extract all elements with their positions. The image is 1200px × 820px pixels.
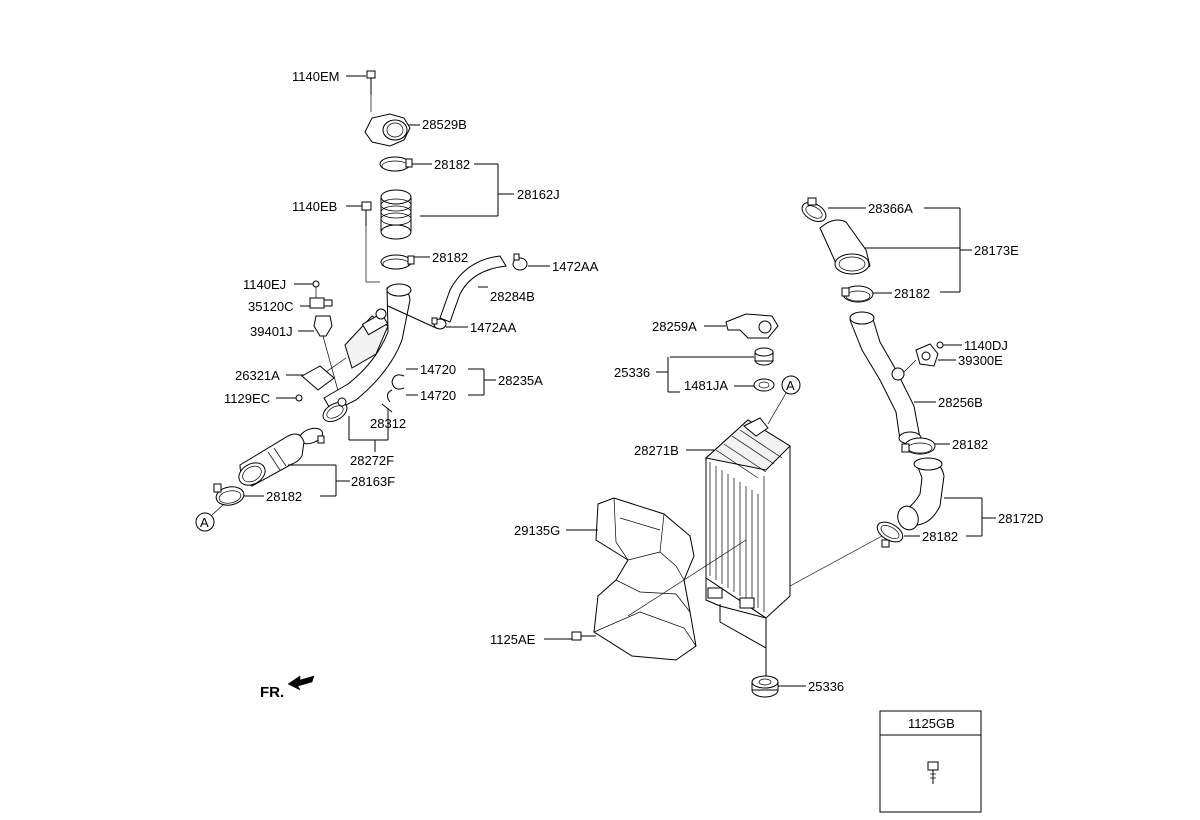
label-28182-e: 28182 [952,437,988,452]
pipe-main-intake [323,283,437,413]
ref-circle-a-left: A [195,512,215,532]
clip-1472AA-top [512,253,550,271]
label-28182-f: 28182 [922,529,958,544]
clamp-28182-right-top [841,285,892,303]
sensor-39401J [298,315,341,399]
intercooler-28271B [686,417,883,680]
hose-28172D [897,457,982,531]
label-25336-b: 25336 [808,679,844,694]
clamp-28366A [801,197,866,222]
label-35120C: 35120C [248,299,294,314]
bracket-28259A [704,313,779,339]
bolt-1129EC [276,394,303,402]
fr-label: FR. [260,684,284,701]
label-39300E: 39300E [958,353,1003,368]
nut-1481JA [734,378,775,392]
label-28182-c: 28182 [266,489,302,504]
bracket-28162J [420,163,514,217]
label-28259A: 28259A [652,319,697,334]
label-28284B: 28284B [490,289,535,304]
bracket-26321A [286,357,347,391]
clamp-28182-top [379,156,432,172]
ref-circle-a-center: A [767,375,801,425]
hose-28173E [819,219,960,275]
air-guide-29135G [566,497,747,661]
clamp-28182-bottom-left [211,483,264,516]
bracket-25336-a [656,357,680,393]
label-14720-a: 14720 [420,362,456,377]
label-28182-d: 28182 [894,286,930,301]
grommet-25336-top [670,347,774,366]
label-1472AA-a: 1472AA [552,259,599,274]
clamp-28182-mid [298,427,325,445]
label-1481JA: 1481JA [684,378,728,393]
clamp-28182-right-bottom [876,521,920,548]
legend-title: 1125GB [908,716,955,731]
label-1140DJ: 1140DJ [964,338,1008,353]
label-28162J: 28162J [517,187,560,202]
hose-28162J [380,189,412,240]
clamp-28182-second [380,254,430,270]
label-28271B: 28271B [634,443,679,458]
label-1140EM: 1140EM [292,69,339,84]
bolt-icon [927,761,939,784]
hose-28284B [439,255,507,323]
grommet-25336-bottom [751,675,806,698]
label-29135G: 29135G [514,523,560,538]
label-28529B: 28529B [422,117,467,132]
hose-28163F [238,433,350,497]
clamp-28182-right-mid [901,437,950,455]
label-28182-a: 28182 [434,157,470,172]
label-28163F: 28163F [351,474,395,489]
bracket-28173E [924,207,972,293]
bolt-1125AE [544,631,596,641]
label-1125AE: 1125AE [490,632,536,647]
bracket-28172D [966,498,996,537]
front-direction-marker: FR. [260,675,315,701]
label-1140EJ: 1140EJ [243,277,286,292]
bolt-1140EB [346,201,380,283]
label-28312: 28312 [370,416,406,431]
intercooler-fins [709,429,783,612]
sensor-35120C [300,297,333,309]
ref-a-center-text: A [786,378,795,393]
label-1472AA-b: 1472AA [470,320,517,335]
label-28235A: 28235A [498,373,543,388]
label-28182-b: 28182 [432,250,468,265]
label-39401J: 39401J [250,324,293,339]
label-28256B: 28256B [938,395,983,410]
clamps-14720 [386,368,496,403]
bracket-28272F [322,397,393,452]
label-28173E: 28173E [974,243,1019,258]
sensor-39300E [903,341,962,373]
label-26321A: 26321A [235,368,280,383]
pipe-28256B [849,311,936,445]
clip-1472AA-lower [431,317,468,330]
screw-1140EJ [294,280,320,298]
front-arrow-icon [287,675,315,691]
legend-box: 1125GB [879,710,982,813]
label-14720-b: 14720 [420,388,456,403]
bolt-1140EM [346,70,376,112]
label-28272F: 28272F [350,453,394,468]
label-28366A: 28366A [868,201,913,216]
label-1129EC: 1129EC [224,391,270,406]
ref-a-left-text: A [200,515,209,530]
label-25336-a: 25336 [614,365,650,380]
label-28172D: 28172D [998,511,1044,526]
part-28529B [364,113,420,147]
label-1140EB: 1140EB [292,199,337,214]
